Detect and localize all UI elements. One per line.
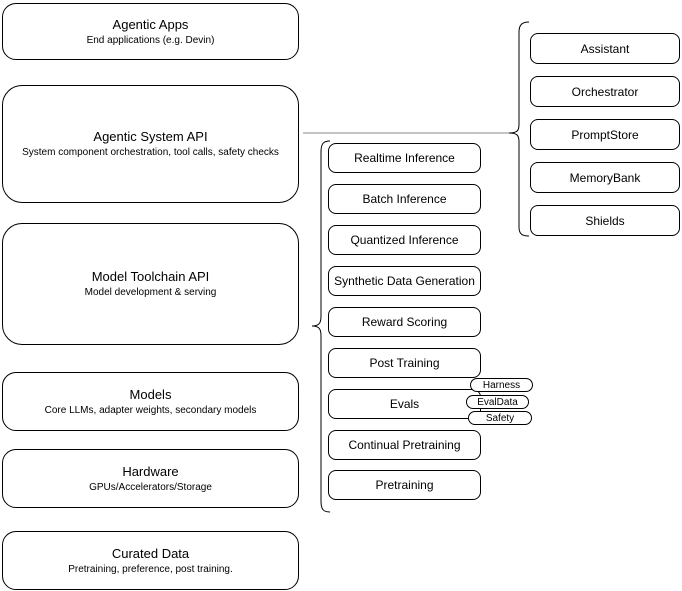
toolchain-item-post-training: Post Training	[328, 348, 481, 378]
node-title: Agentic System API	[93, 129, 208, 144]
node-subtitle: End applications (e.g. Devin)	[86, 34, 215, 46]
node-title: Models	[129, 386, 172, 402]
node-subtitle: Core LLMs, adapter weights, secondary mo…	[44, 404, 257, 416]
toolchain-item-batch-inference: Batch Inference	[328, 184, 481, 214]
evals-tag-evaldata: EvalData	[466, 395, 529, 409]
toolchain-item-pretraining: Pretraining	[328, 470, 481, 500]
agentic-system-api-node: Agentic System API System component orch…	[2, 85, 299, 203]
component-orchestrator: Orchestrator	[530, 76, 680, 107]
toolchain-item-synthetic-data-generation: Synthetic Data Generation	[328, 266, 481, 296]
node-title: Hardware	[122, 463, 179, 479]
toolchain-item-reward-scoring: Reward Scoring	[328, 307, 481, 337]
hardware-node: Hardware GPUs/Accelerators/Storage	[2, 449, 299, 508]
component-memorybank: MemoryBank	[530, 162, 680, 193]
toolchain-item-quantized-inference: Quantized Inference	[328, 225, 481, 255]
node-title: Curated Data	[111, 545, 190, 561]
node-subtitle: Model development & serving	[84, 287, 217, 298]
node-subtitle: GPUs/Accelerators/Storage	[89, 481, 212, 493]
component-promptstore: PromptStore	[530, 119, 680, 150]
components-brace	[508, 21, 530, 237]
curated-data-node: Curated Data Pretraining, preference, po…	[2, 531, 299, 590]
toolchain-item-continual-pretraining: Continual Pretraining	[328, 430, 481, 460]
evals-tag-safety: Safety	[468, 411, 532, 425]
node-subtitle: Pretraining, preference, post training.	[68, 563, 233, 575]
node-title: Model Toolchain API	[91, 269, 210, 284]
node-title: Agentic Apps	[112, 16, 189, 32]
node-subtitle: System component orchestration, tool cal…	[22, 147, 279, 158]
component-assistant: Assistant	[530, 33, 680, 64]
model-toolchain-api-node: Model Toolchain API Model development & …	[2, 223, 299, 345]
models-node: Models Core LLMs, adapter weights, secon…	[2, 372, 299, 431]
toolchain-item-realtime-inference: Realtime Inference	[328, 143, 481, 173]
evals-tag-harness: Harness	[470, 378, 533, 392]
component-shields: Shields	[530, 205, 680, 236]
toolchain-item-evals: Evals	[328, 389, 481, 419]
agentic-apps-node: Agentic Apps End applications (e.g. Devi…	[2, 3, 299, 60]
